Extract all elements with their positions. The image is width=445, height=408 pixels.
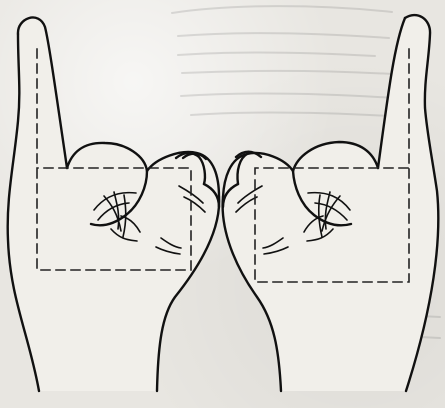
right-hand — [223, 15, 439, 391]
left-hand — [8, 17, 220, 391]
